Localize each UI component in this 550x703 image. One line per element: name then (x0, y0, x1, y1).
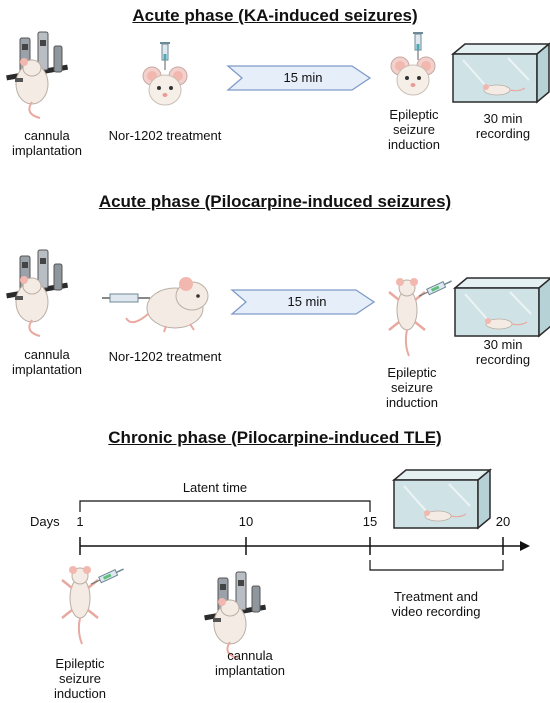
syringe-icon (412, 31, 424, 61)
chronic-seizure-label: Epileptic seizure induction (38, 656, 122, 701)
step-cannula-label: cannula implantation (2, 347, 92, 377)
label-line: seizure (393, 122, 435, 137)
section3-title: Chronic phase (Pilocarpine-induced TLE) (108, 428, 442, 447)
step-recording-label: 30 min recording (458, 111, 548, 141)
section2-title: Acute phase (Pilocarpine-induced seizure… (98, 192, 452, 211)
treatment-label: Treatment and video recording (376, 589, 496, 619)
step-treatment-label: Nor-1202 treatment (108, 128, 222, 143)
label-line: implantation (214, 663, 286, 678)
recording-tank-icon (452, 43, 550, 103)
label-line: Epileptic (387, 365, 437, 380)
label-line: cannula (227, 648, 273, 663)
tick-label-1: 1 (76, 514, 84, 529)
arrow-time-label: 15 min (287, 294, 327, 309)
syringe-icon (159, 41, 171, 71)
chronic-timeline (79, 500, 530, 571)
step-seizure-label: Epileptic seizure induction (372, 107, 456, 152)
timing-arrow-2 (230, 289, 376, 315)
label-line: Epileptic (55, 656, 105, 671)
recording-tank-icon (393, 469, 491, 529)
step-treatment-label: Nor-1202 treatment (108, 349, 222, 364)
label-line: 30 min (483, 337, 523, 352)
section1-graphics (5, 31, 550, 119)
latent-bracket (79, 500, 371, 512)
label-line: video recording (391, 604, 481, 619)
step-seizure-label: Epileptic seizure induction (370, 365, 454, 410)
step-cannula-label: cannula implantation (2, 128, 92, 158)
label-line: seizure (391, 380, 433, 395)
tick-label-10: 10 (238, 514, 254, 529)
mouse-top-injection-icon (387, 276, 454, 358)
label-line: implantation (11, 362, 83, 377)
mouse-face-icon (142, 41, 188, 106)
chronic-cannula-label: cannula implantation (200, 648, 300, 678)
step-recording-label: 30 min recording (458, 337, 548, 367)
mouse-top-injection-icon (60, 564, 126, 646)
mouse-face-injection-icon (390, 31, 436, 96)
label-line: Treatment and (393, 589, 479, 604)
stereotaxic-mouse-icon (5, 31, 70, 119)
mouse-side-icon (102, 277, 209, 333)
timing-arrow-1 (226, 65, 372, 91)
label-line: induction (385, 395, 439, 410)
latent-time-label: Latent time (182, 480, 248, 495)
recording-tank-icon (454, 277, 550, 337)
days-label: Days (30, 514, 60, 529)
stereotaxic-mouse-icon (203, 571, 268, 659)
label-line: cannula (24, 347, 70, 362)
label-line: recording (475, 126, 531, 141)
label-line: cannula (24, 128, 70, 143)
arrow-time-label: 15 min (283, 70, 323, 85)
label-line: seizure (59, 671, 101, 686)
section1-title: Acute phase (KA-induced seizures) (132, 6, 418, 25)
syringe-icon (416, 277, 454, 300)
tick-label-20: 20 (495, 514, 511, 529)
label-line: recording (475, 352, 531, 367)
label-line: implantation (11, 143, 83, 158)
stereotaxic-mouse-icon (5, 249, 70, 337)
label-line: induction (387, 137, 441, 152)
treatment-bracket (369, 560, 504, 571)
label-line: induction (53, 686, 107, 701)
label-line: Epileptic (389, 107, 439, 122)
timeline-arrowhead (520, 541, 530, 551)
label-line: 30 min (483, 111, 523, 126)
tick-label-15: 15 (362, 514, 378, 529)
section2-graphics (5, 249, 550, 358)
